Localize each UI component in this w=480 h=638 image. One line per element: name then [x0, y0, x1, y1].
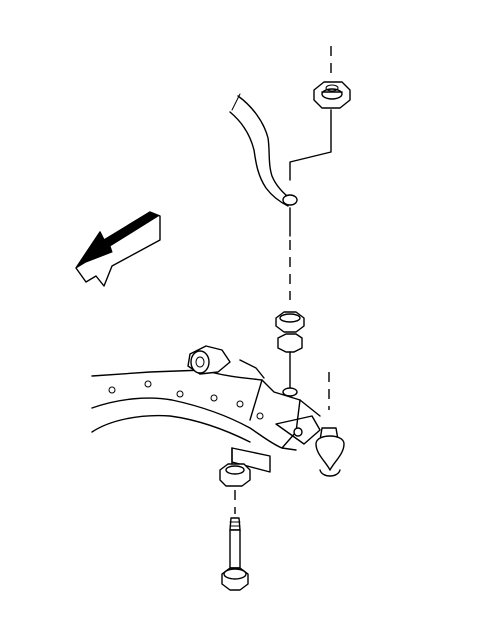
stabilizer-bracket: [231, 447, 271, 473]
front-direction-arrow: [75, 211, 161, 287]
stabilizer-link-nut: [313, 46, 351, 109]
stabilizer-bar: [229, 93, 298, 207]
insulator-bushings: [275, 311, 305, 397]
long-bolt: [221, 517, 249, 591]
control-arm-bushing: [187, 345, 231, 375]
ball-joint: [315, 372, 345, 477]
lower-nut: [219, 463, 251, 514]
nut-leader-line: [289, 109, 332, 181]
